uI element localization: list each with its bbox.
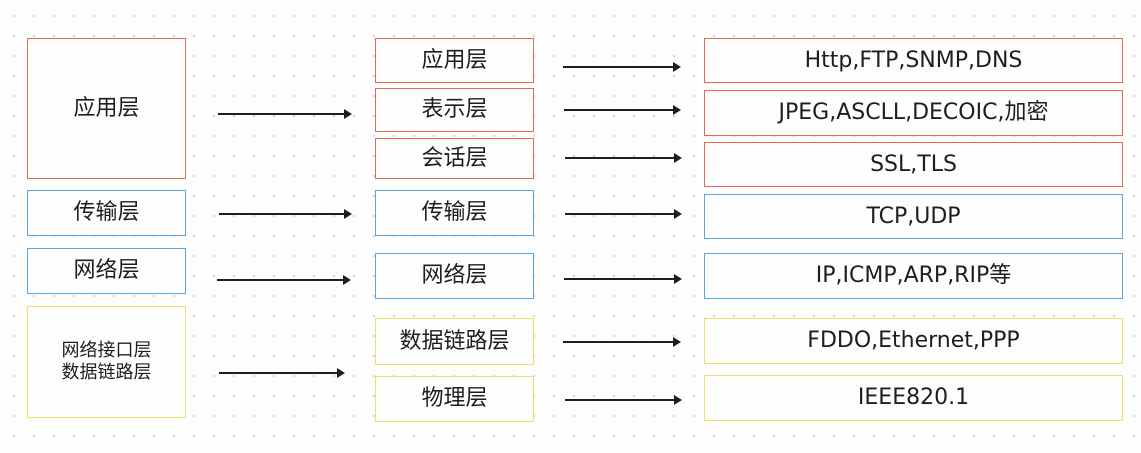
osi-presentation-layer: 表示层 bbox=[375, 88, 534, 132]
left-application-label: 应用层 bbox=[73, 95, 140, 121]
protocols-session: SSL,TLS bbox=[704, 142, 1123, 187]
left-interface-label-line2: 数据链路层 bbox=[61, 362, 152, 383]
arrow-left-network bbox=[217, 275, 351, 285]
protocols-application: Http,FTP,SNMP,DNS bbox=[704, 38, 1123, 83]
osi-presentation-label: 表示层 bbox=[421, 97, 488, 123]
osi-network-layer: 网络层 bbox=[375, 253, 534, 299]
protocols-network: IP,ICMP,ARP,RIP等 bbox=[704, 253, 1123, 299]
arrow-osi-network bbox=[564, 274, 682, 284]
osi-network-label: 网络层 bbox=[421, 263, 488, 289]
osi-datalink-label: 数据链路层 bbox=[399, 328, 510, 354]
osi-session-layer: 会话层 bbox=[375, 138, 534, 179]
protocols-presentation-text: JPEG,ASCLL,DECOIC,加密 bbox=[778, 100, 1049, 126]
left-transport-layer: 传输层 bbox=[27, 190, 186, 236]
protocols-presentation: JPEG,ASCLL,DECOIC,加密 bbox=[704, 90, 1123, 136]
protocols-physical-text: IEEE820.1 bbox=[857, 385, 970, 411]
protocols-datalink-text: FDDO,Ethernet,PPP bbox=[807, 328, 1020, 354]
left-interface-layer: 网络接口层 数据链路层 bbox=[27, 306, 186, 418]
arrow-osi-session bbox=[565, 153, 682, 163]
osi-transport-layer: 传输层 bbox=[375, 190, 534, 236]
protocols-session-text: SSL,TLS bbox=[870, 151, 957, 177]
left-application-layer: 应用层 bbox=[27, 38, 186, 179]
osi-physical-label: 物理层 bbox=[421, 386, 488, 412]
arrow-osi-presentation bbox=[564, 105, 681, 115]
arrow-left-interface bbox=[219, 368, 345, 378]
osi-application-layer: 应用层 bbox=[375, 38, 534, 83]
osi-transport-label: 传输层 bbox=[421, 200, 488, 226]
left-transport-label: 传输层 bbox=[73, 200, 140, 226]
left-interface-text: 网络接口层 数据链路层 bbox=[62, 340, 152, 385]
arrow-osi-transport bbox=[565, 209, 682, 219]
arrow-osi-datalink bbox=[563, 337, 681, 347]
protocols-network-text: IP,ICMP,ARP,RIP等 bbox=[815, 263, 1012, 289]
osi-application-label: 应用层 bbox=[421, 47, 488, 73]
protocols-physical: IEEE820.1 bbox=[704, 375, 1123, 421]
arrow-osi-physical bbox=[565, 395, 682, 405]
osi-physical-layer: 物理层 bbox=[375, 376, 534, 422]
arrow-left-transport bbox=[219, 209, 352, 219]
protocols-application-text: Http,FTP,SNMP,DNS bbox=[804, 47, 1023, 73]
left-interface-label-line1: 网络接口层 bbox=[61, 339, 152, 361]
protocols-transport: TCP,UDP bbox=[704, 194, 1123, 239]
arrow-left-application bbox=[218, 109, 352, 119]
osi-session-label: 会话层 bbox=[421, 145, 488, 171]
left-network-label: 网络层 bbox=[73, 258, 140, 284]
protocols-datalink: FDDO,Ethernet,PPP bbox=[704, 318, 1123, 364]
osi-datalink-layer: 数据链路层 bbox=[375, 318, 534, 365]
protocols-transport-text: TCP,UDP bbox=[866, 203, 961, 229]
arrow-osi-application bbox=[563, 62, 681, 72]
left-network-layer: 网络层 bbox=[27, 248, 186, 294]
